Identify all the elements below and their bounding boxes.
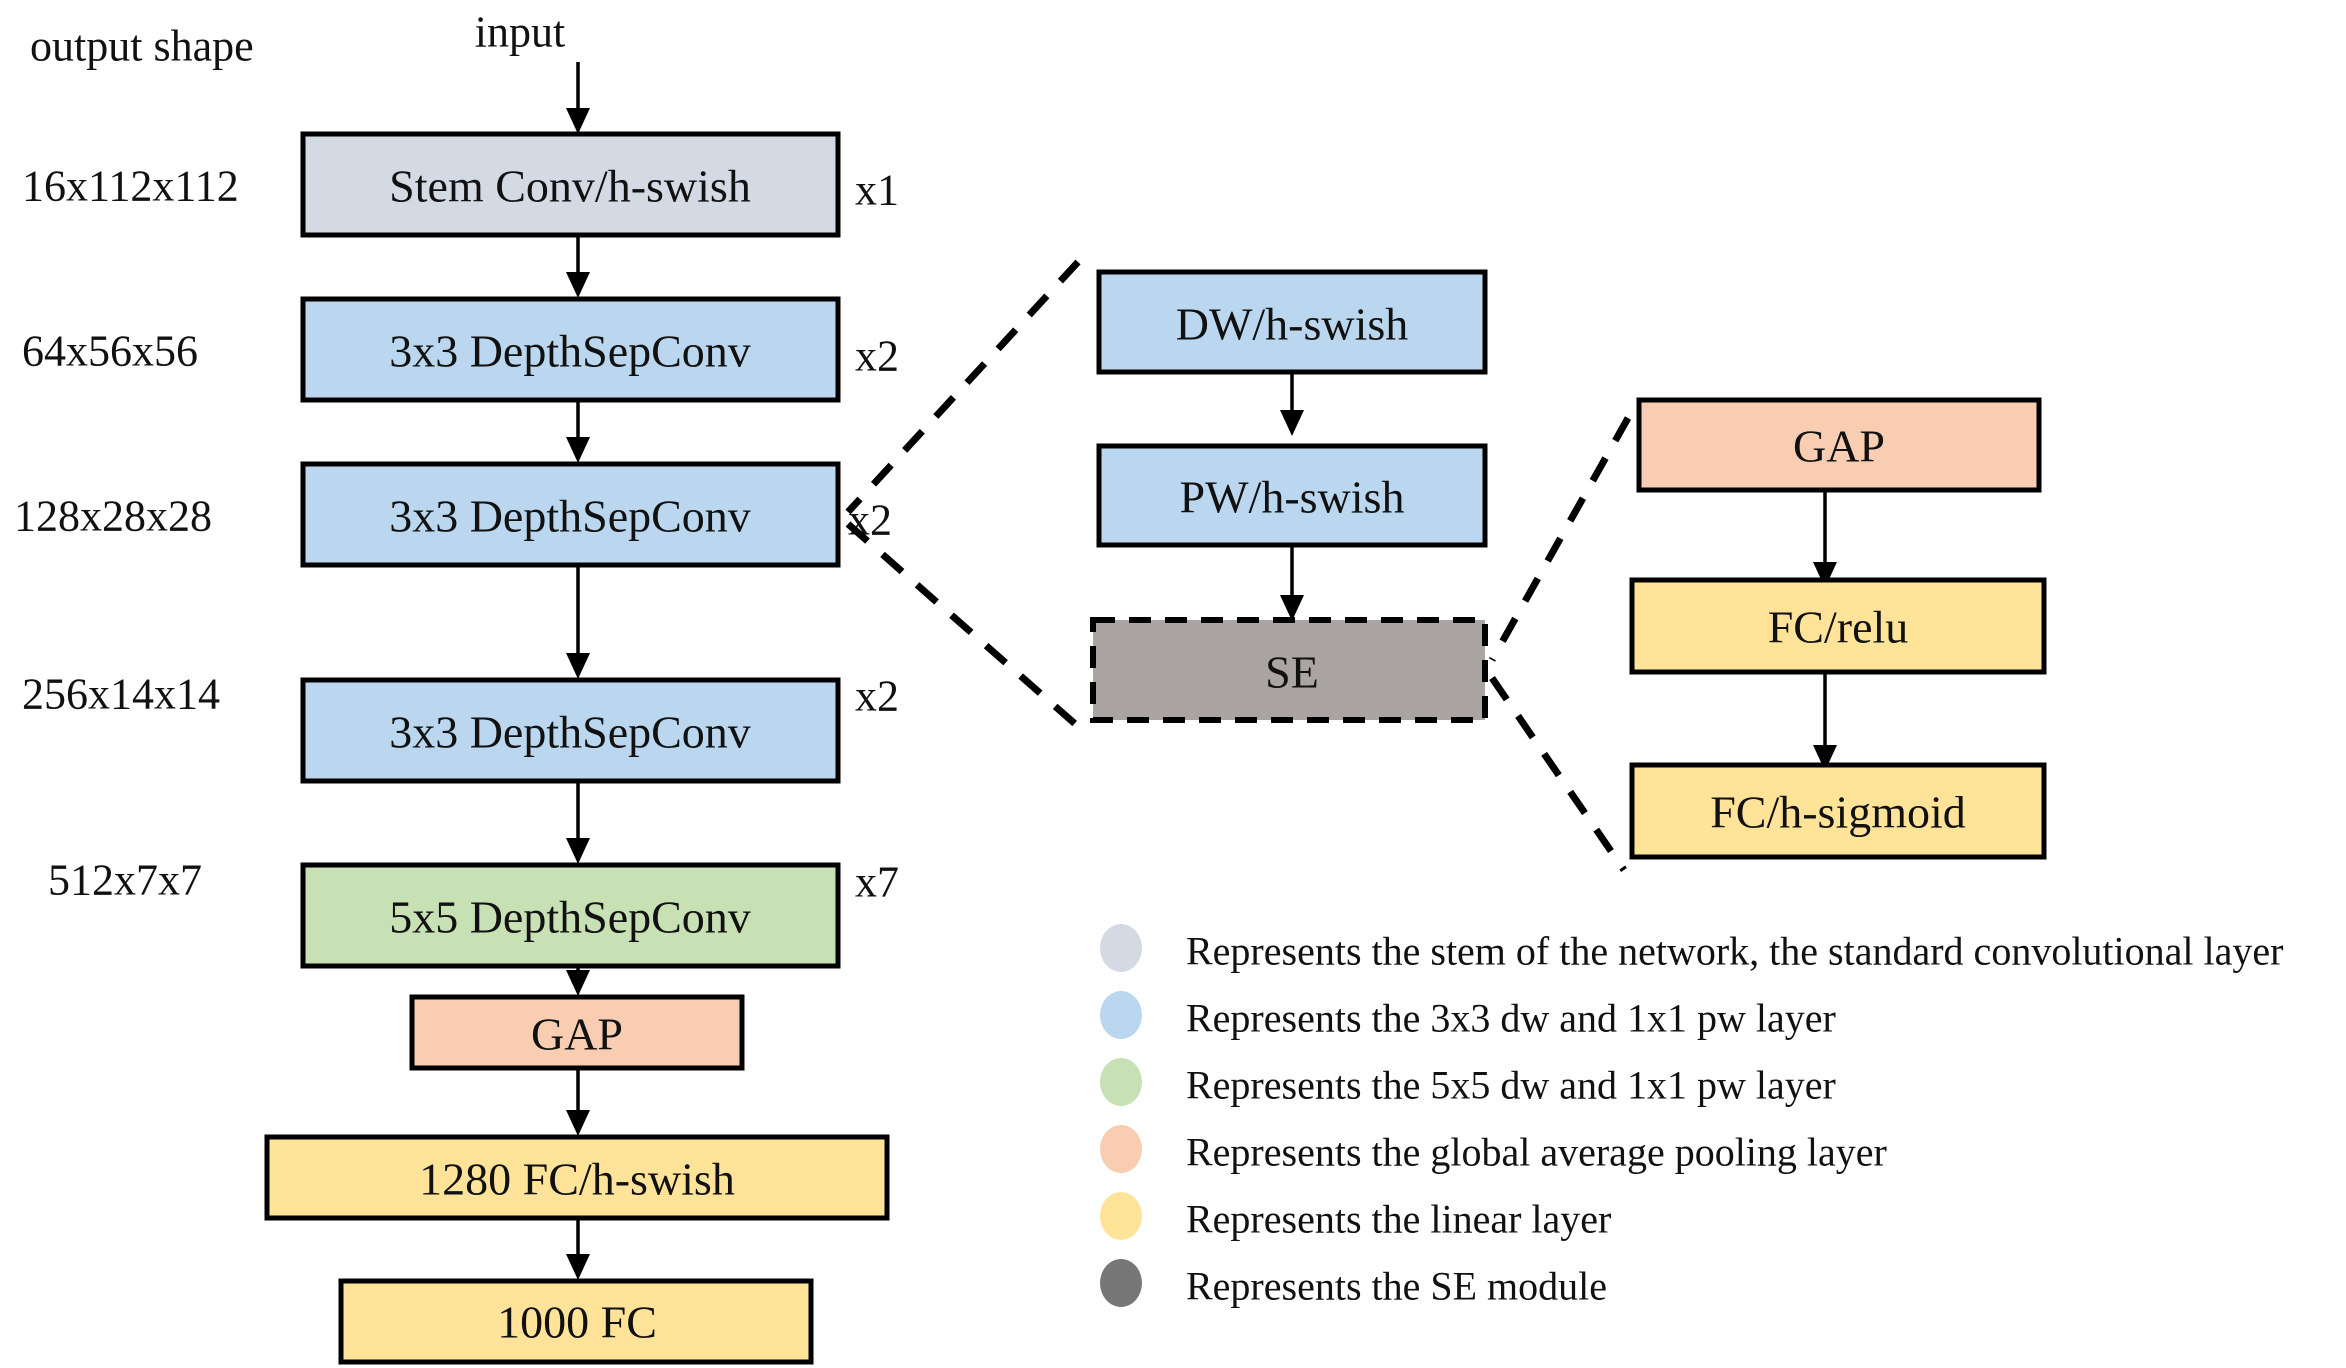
block-fc-hsigmoid[interactable]: FC/h-sigmoid [1629, 762, 2047, 860]
se-detail-flow-arrows [1813, 490, 1837, 771]
legend-label-2: Represents the 5x5 dw and 1x1 pw layer [1186, 1063, 1836, 1108]
block-depthsep-2-rect [300, 461, 841, 568]
arrowhead-gap-fcrelu [1813, 562, 1837, 588]
output-shape-header: output shape [30, 22, 254, 71]
output-shape-1: 64x56x56 [22, 327, 198, 376]
block-fc-relu[interactable]: FC/relu [1629, 577, 2047, 675]
legend-item-5: Represents the SE module [1100, 1259, 1607, 1309]
legend-swatch-0 [1100, 924, 1142, 972]
output-shape-2: 128x28x28 [14, 492, 212, 541]
block-dw-hswish[interactable]: DW/h-swish [1096, 269, 1488, 375]
block-gap-se-label: GAP [1793, 421, 1885, 472]
legend-label-4: Represents the linear layer [1186, 1197, 1611, 1242]
legend-item-0: Represents the stem of the network, the … [1100, 924, 2283, 974]
block-pw-hswish-rect [1096, 443, 1488, 548]
legend-swatch-2 [1100, 1058, 1142, 1106]
arrowhead-b1-b2 [566, 437, 590, 463]
block-pw-hswish-label: PW/h-swish [1180, 472, 1405, 523]
arrowhead-b2-b3 [566, 653, 590, 679]
arrowhead-input-stem [566, 108, 590, 134]
block-stem-conv-label: Stem Conv/h-swish [389, 161, 751, 212]
block-se-module-rect [1090, 617, 1488, 723]
block-depthsep-4-label: 5x5 DepthSepConv [389, 892, 751, 943]
arrowhead-fcrelu-fchsigmoid [1813, 745, 1837, 771]
block-gap-main-rect [409, 994, 745, 1071]
legend-item-4: Represents the linear layer [1100, 1192, 1611, 1242]
block-gap-se-rect [1636, 397, 2042, 493]
legend: Represents the stem of the network, the … [1100, 924, 2283, 1309]
block-fc-1000[interactable]: 1000 FC [338, 1278, 814, 1365]
legend-swatch-1 [1100, 991, 1142, 1039]
legend-label-1: Represents the 3x3 dw and 1x1 pw layer [1186, 996, 1836, 1041]
block-fc-1000-label: 1000 FC [497, 1297, 657, 1348]
legend-item-2: Represents the 5x5 dw and 1x1 pw layer [1100, 1058, 1836, 1108]
arrowhead-b4-gap [566, 970, 590, 996]
expansion-connector-se [1488, 416, 1632, 872]
block-fc-1280-rect [264, 1134, 890, 1221]
block-stem-conv-rect [300, 131, 841, 238]
block-depthsep-1-label: 3x3 DepthSepConv [389, 326, 751, 377]
block-depthsep-2-label: 3x3 DepthSepConv [389, 491, 751, 542]
detail-flow-arrows [1280, 372, 1304, 621]
dash-line-block-upper [845, 259, 1081, 515]
arrowhead-b3-b4 [566, 838, 590, 864]
legend-item-1: Represents the 3x3 dw and 1x1 pw layer [1100, 991, 1836, 1041]
block-depthsep-3[interactable]: 3x3 DepthSepConv [300, 677, 841, 784]
multiplier-0: x1 [855, 166, 899, 215]
block-se-module[interactable]: SE [1090, 617, 1488, 723]
block-stem-conv[interactable]: Stem Conv/h-swish [300, 131, 841, 238]
block-depthsep-4-rect [300, 862, 841, 969]
block-fc-hsigmoid-rect [1629, 762, 2047, 860]
block-depthsep-4[interactable]: 5x5 DepthSepConv [300, 862, 841, 969]
output-shape-4: 512x7x7 [48, 856, 202, 905]
output-shape-0: 16x112x112 [22, 162, 239, 211]
block-gap-main[interactable]: GAP [409, 994, 745, 1071]
dash-line-se-upper [1488, 416, 1632, 662]
block-fc-1280[interactable]: 1280 FC/h-swish [264, 1134, 890, 1221]
main-flow-arrows [566, 62, 590, 1280]
legend-swatch-4 [1100, 1192, 1142, 1240]
dash-line-block-lower [845, 521, 1085, 733]
block-fc-1000-rect [338, 1278, 814, 1365]
block-dw-hswish-rect [1096, 269, 1488, 375]
block-depthsep-1[interactable]: 3x3 DepthSepConv [300, 296, 841, 403]
legend-swatch-3 [1100, 1125, 1142, 1173]
block-fc-hsigmoid-label: FC/h-sigmoid [1710, 787, 1966, 838]
block-depthsep-3-label: 3x3 DepthSepConv [389, 707, 751, 758]
block-gap-main-label: GAP [531, 1009, 623, 1060]
block-dw-hswish-label: DW/h-swish [1176, 299, 1409, 350]
block-depthsep-3-rect [300, 677, 841, 784]
legend-swatch-5 [1100, 1259, 1142, 1307]
legend-label-3: Represents the global average pooling la… [1186, 1130, 1887, 1175]
block-depthsep-1-rect [300, 296, 841, 403]
block-pw-hswish[interactable]: PW/h-swish [1096, 443, 1488, 548]
block-fc-relu-label: FC/relu [1768, 602, 1909, 653]
legend-label-5: Represents the SE module [1186, 1264, 1607, 1309]
expansion-connector-block [845, 259, 1085, 733]
input-label: input [475, 8, 565, 57]
arrowhead-fc1280-fc1000 [566, 1254, 590, 1280]
multiplier-4: x7 [855, 858, 899, 907]
block-fc-1280-label: 1280 FC/h-swish [419, 1154, 735, 1205]
arrowhead-gap-fc1280 [566, 1110, 590, 1136]
dash-line-se-lower [1489, 676, 1627, 872]
multiplier-1: x2 [855, 332, 899, 381]
block-se-module-label: SE [1265, 647, 1319, 698]
arrowhead-dw-pw [1280, 410, 1304, 436]
arrowhead-stem-b1 [566, 272, 590, 298]
output-shape-3: 256x14x14 [22, 670, 220, 719]
block-fc-relu-rect [1629, 577, 2047, 675]
block-gap-se[interactable]: GAP [1636, 397, 2042, 493]
legend-label-0: Represents the stem of the network, the … [1186, 929, 2283, 974]
multiplier-3: x2 [855, 672, 899, 721]
block-depthsep-2[interactable]: 3x3 DepthSepConv [300, 461, 841, 568]
arrowhead-pw-se [1280, 595, 1304, 621]
legend-item-3: Represents the global average pooling la… [1100, 1125, 1887, 1175]
